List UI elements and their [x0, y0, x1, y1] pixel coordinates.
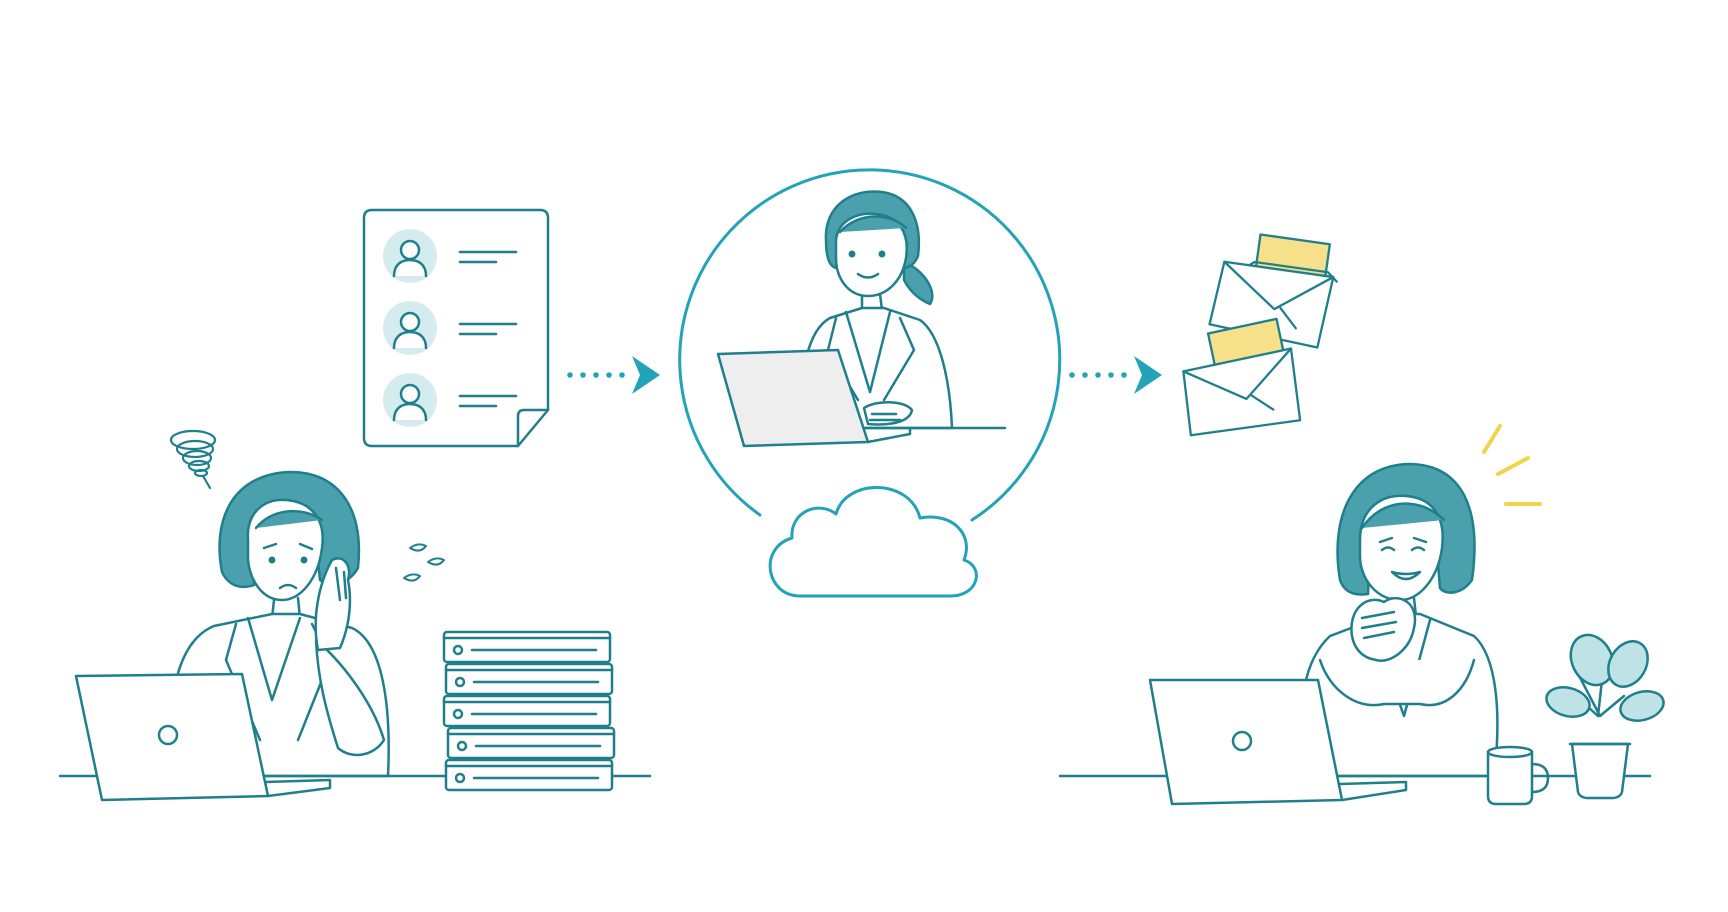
contact-list-document [362, 208, 550, 448]
coffee-mug-icon [1486, 745, 1550, 806]
dotted-arrow-icon [632, 356, 660, 394]
stressed-worker-scene [58, 429, 652, 802]
dotted-arrow-icon [1134, 356, 1162, 394]
smiling-woman-face [834, 212, 908, 298]
worried-woman-arm [314, 638, 386, 757]
cloud-worker-scene [678, 168, 1062, 598]
cloud-icon [768, 486, 978, 598]
binder [442, 630, 612, 664]
worried-woman-hand [314, 557, 352, 652]
service-ring [678, 168, 1062, 522]
envelope-icon [1182, 317, 1302, 437]
happy-worker-scene [1058, 424, 1665, 806]
flow-arrow-right [1069, 356, 1162, 394]
person-icon [392, 311, 428, 350]
laptop-logo-icon [1231, 730, 1253, 752]
clasped-hands [1350, 597, 1417, 662]
right-laptop [1148, 678, 1408, 806]
person-icon [392, 383, 428, 422]
binder [442, 694, 612, 728]
potted-plant-icon [1545, 633, 1665, 800]
stress-spiral-icon [169, 429, 217, 490]
contact-entry [383, 373, 518, 427]
laptop-logo-icon [157, 724, 179, 746]
binder [446, 726, 616, 760]
binder [444, 662, 614, 696]
binder [444, 758, 614, 792]
sparkle-icon [1482, 424, 1542, 506]
left-laptop [74, 672, 332, 802]
contact-entry [383, 301, 518, 355]
contact-entry [383, 229, 518, 283]
center-laptop [716, 348, 912, 448]
outgoing-mail [1182, 233, 1338, 437]
sweat-drops-icon [403, 543, 445, 582]
binder-stack [442, 630, 616, 792]
happy-woman-arms [1318, 658, 1476, 707]
flow-arrow-left [567, 356, 660, 394]
person-icon [392, 239, 428, 278]
